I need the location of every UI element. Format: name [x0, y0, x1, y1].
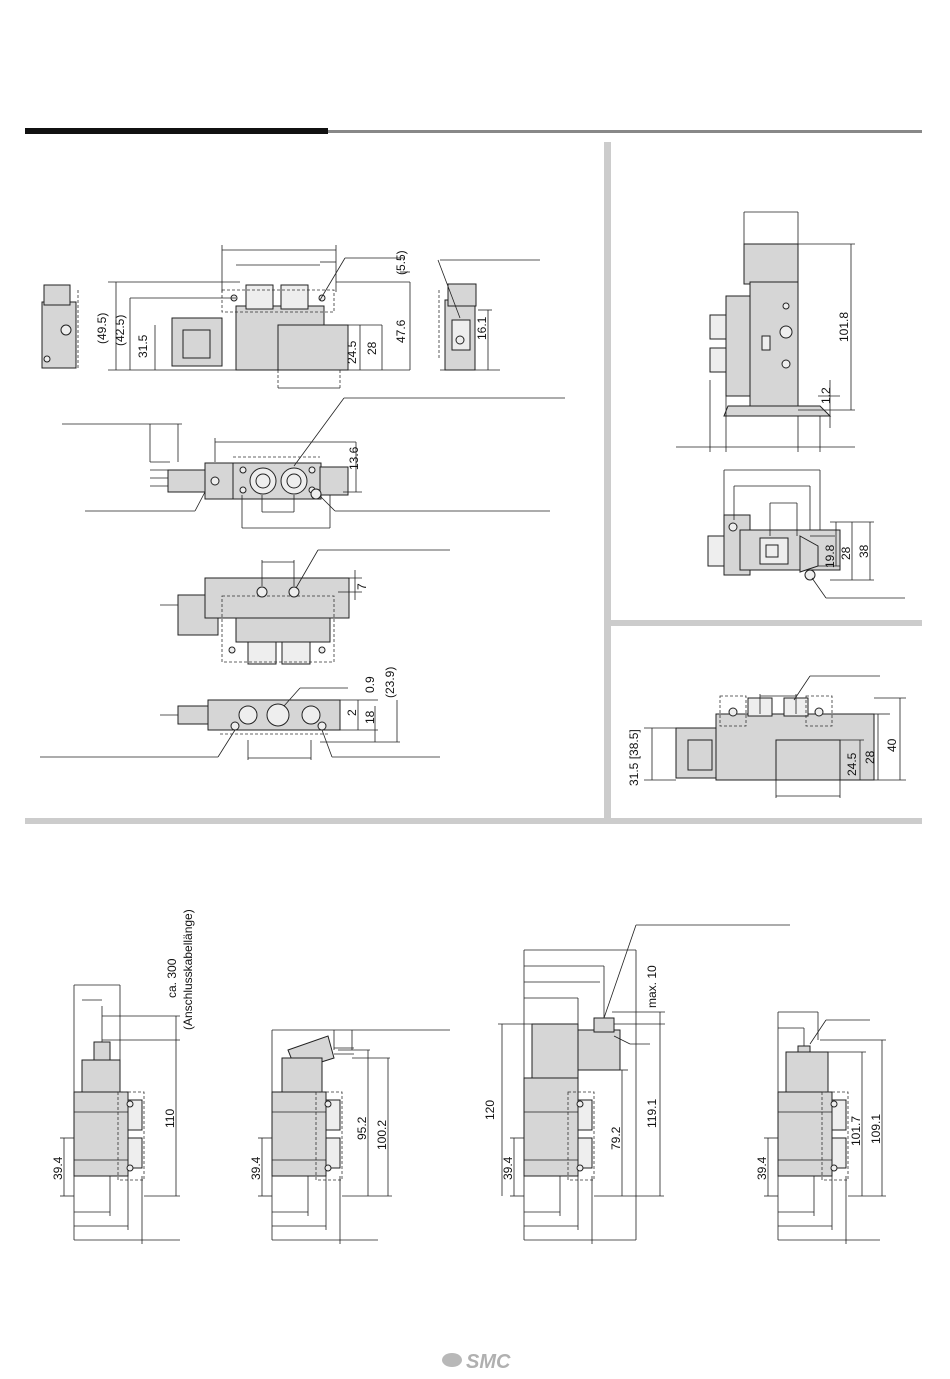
- dim-31-5-38-5: 31.5 [38.5]: [627, 729, 641, 786]
- dim-38: 38: [857, 544, 871, 558]
- dim-79-2: 79.2: [609, 1126, 623, 1150]
- dim-24-5: 24.5: [345, 340, 359, 364]
- dim-39-4-a: 39.4: [51, 1156, 65, 1180]
- bracket-plan-view: [708, 470, 905, 598]
- dim-100-2: 100.2: [375, 1120, 389, 1150]
- dim-42-5: (42.5): [113, 315, 127, 346]
- header-rule-grey: [328, 130, 922, 133]
- dim-31-5: 31.5: [136, 334, 150, 358]
- dim-49-5: (49.5): [95, 313, 109, 344]
- dim-16-1: 16.1: [475, 316, 489, 340]
- dim-101-7: 101.7: [849, 1116, 863, 1146]
- divider-horizontal: [25, 818, 922, 824]
- header-rule-dark: [25, 128, 328, 134]
- dim-39-4-d: 39.4: [755, 1156, 769, 1180]
- top-view: [62, 398, 565, 528]
- dim-24-5-right: 24.5: [845, 752, 859, 776]
- dim-5-5: (5.5): [394, 250, 408, 275]
- dim-39-4-c: 39.4: [501, 1156, 515, 1180]
- subplate-side-view: [644, 676, 906, 798]
- end-view-right: [438, 260, 540, 370]
- divider-vertical: [604, 142, 611, 818]
- dim-119-1: 119.1: [645, 1099, 659, 1128]
- dim-40: 40: [885, 738, 899, 752]
- dim-7: 7: [355, 583, 369, 590]
- smc-logo: SMC: [442, 1351, 511, 1373]
- dim-109-1: 109.1: [869, 1114, 883, 1144]
- smc-logo-text: SMC: [466, 1351, 511, 1373]
- dim-max-10: max. 10: [645, 965, 659, 1008]
- dim-0-9: 0.9: [363, 676, 377, 693]
- mount-view: [160, 550, 450, 664]
- cable-note-2: (Anschlusskabellänge): [181, 909, 195, 1030]
- bottom-view-1: [60, 985, 180, 1244]
- dim-95-2: 95.2: [355, 1116, 369, 1140]
- bracket-front-view: [676, 212, 855, 452]
- dim-2: 2: [345, 709, 359, 716]
- divider-right-horizontal: [611, 620, 922, 626]
- dim-1-2: 1.2: [819, 387, 833, 404]
- dim-47-6: 47.6: [394, 319, 408, 343]
- dim-13-6: 13.6: [347, 446, 361, 470]
- base-view: [40, 688, 440, 760]
- dim-110: 110: [163, 1109, 177, 1128]
- dim-23-9: (23.9): [383, 667, 397, 698]
- bottom-view-4: [764, 1012, 886, 1244]
- end-view-left: [42, 285, 78, 370]
- dim-39-4-b: 39.4: [249, 1156, 263, 1180]
- dim-19-8: 19.8: [823, 544, 837, 568]
- dim-28-right: 28: [863, 750, 877, 764]
- dim-101-8: 101.8: [837, 312, 851, 342]
- cable-note-1: ca. 300: [165, 958, 179, 998]
- dim-18: 18: [363, 710, 377, 724]
- bottom-view-3: [498, 925, 790, 1244]
- side-view: [108, 245, 410, 388]
- dim-28-plan: 28: [839, 546, 853, 560]
- dim-28: 28: [365, 341, 379, 355]
- bottom-view-2: [258, 1030, 450, 1244]
- dim-120: 120: [483, 1100, 497, 1120]
